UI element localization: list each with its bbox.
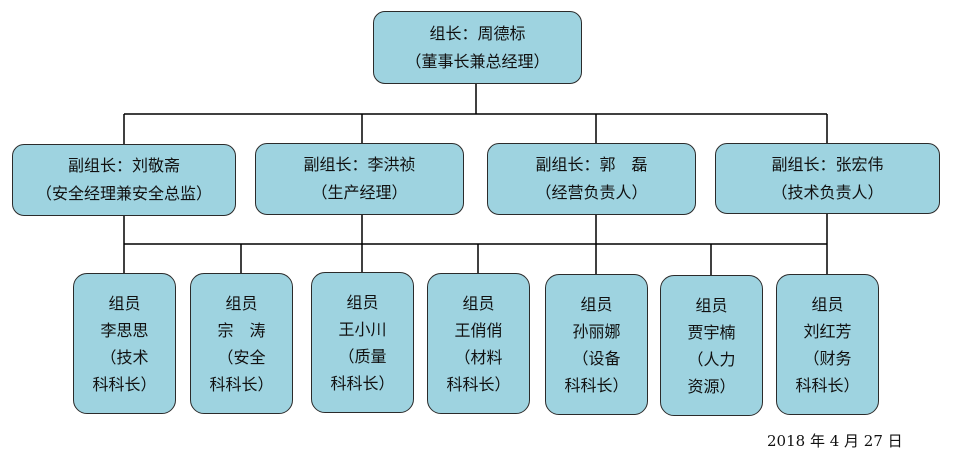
member-dept: （安全 bbox=[217, 347, 266, 367]
member-dept: （技术 bbox=[100, 347, 149, 367]
deputy-title: 副组长：张宏伟 bbox=[771, 154, 884, 174]
member-box: 组员 刘红芳 （财务 科科长） bbox=[776, 274, 879, 415]
leader-role: （董事长兼总经理） bbox=[405, 51, 550, 71]
member-position: 科科长） bbox=[564, 375, 629, 395]
member-label: 组员 bbox=[346, 292, 379, 312]
member-position: 科科长） bbox=[330, 373, 395, 393]
member-label: 组员 bbox=[108, 293, 141, 313]
deputy-title: 副组长：李洪祯 bbox=[303, 155, 416, 174]
deputy-title: 副组长：郭 磊 bbox=[535, 155, 648, 174]
member-box: 组员 王小川 （质量 科科长） bbox=[311, 272, 414, 413]
member-position: 科科长） bbox=[446, 374, 511, 394]
deputy-role: （生产经理） bbox=[311, 183, 408, 202]
member-dept: （质量 bbox=[338, 346, 387, 366]
deputy-box: 副组长：张宏伟 （技术负责人） bbox=[715, 143, 940, 214]
member-label: 组员 bbox=[811, 294, 844, 314]
member-dept: （设备 bbox=[572, 348, 621, 368]
deputy-box: 副组长：李洪祯 （生产经理） bbox=[255, 143, 464, 215]
member-position: 资源） bbox=[687, 376, 736, 396]
member-box: 组员 李思思 （技术 科科长） bbox=[73, 273, 176, 414]
member-position: 科科长） bbox=[209, 374, 274, 394]
member-label: 组员 bbox=[462, 293, 495, 313]
member-box: 组员 孙丽娜 （设备 科科长） bbox=[545, 274, 648, 415]
member-label: 组员 bbox=[695, 295, 728, 315]
member-position: 科科长） bbox=[795, 375, 860, 395]
member-dept: （财务 bbox=[803, 348, 852, 368]
member-name: 贾宇楠 bbox=[687, 322, 736, 342]
leader-title: 组长：周德标 bbox=[429, 23, 526, 43]
member-box: 组员 宗 涛 （安全 科科长） bbox=[190, 273, 293, 414]
date-label: 2018 年 4 月 27 日 bbox=[767, 432, 903, 450]
member-name: 王俏俏 bbox=[454, 320, 503, 340]
deputy-role: （经营负责人） bbox=[535, 183, 648, 202]
member-name: 李思思 bbox=[100, 320, 149, 340]
member-label: 组员 bbox=[580, 294, 613, 314]
deputy-box: 副组长：郭 磊 （经营负责人） bbox=[487, 143, 696, 215]
member-box: 组员 贾宇楠 （人力 资源） bbox=[660, 275, 763, 416]
member-dept: （材料 bbox=[454, 347, 503, 367]
member-name: 孙丽娜 bbox=[572, 321, 621, 341]
member-position: 科科长） bbox=[92, 374, 157, 394]
member-label: 组员 bbox=[225, 293, 258, 313]
leader-box: 组长：周德标 （董事长兼总经理） bbox=[373, 11, 582, 84]
member-dept: （人力 bbox=[687, 349, 736, 369]
deputy-title: 副组长：刘敬斋 bbox=[67, 156, 180, 175]
deputy-role: （技术负责人） bbox=[771, 182, 884, 202]
deputy-role: （安全经理兼安全总监） bbox=[35, 184, 212, 203]
member-name: 刘红芳 bbox=[803, 321, 852, 341]
member-name: 宗 涛 bbox=[217, 320, 266, 340]
deputy-box: 副组长：刘敬斋 （安全经理兼安全总监） bbox=[12, 144, 236, 216]
member-box: 组员 王俏俏 （材料 科科长） bbox=[427, 273, 530, 414]
member-name: 王小川 bbox=[338, 319, 387, 339]
